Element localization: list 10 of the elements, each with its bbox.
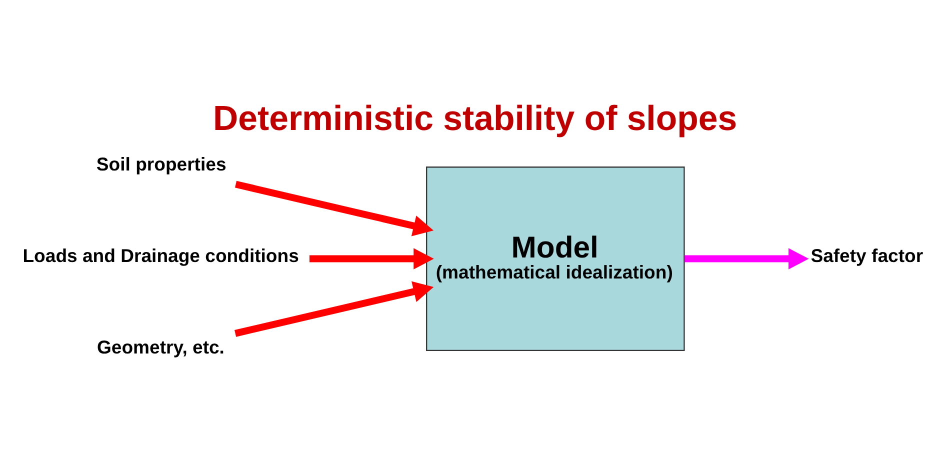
arrow <box>234 180 434 236</box>
arrow <box>310 248 434 270</box>
diagram-title: Deterministic stability of slopes <box>213 98 738 138</box>
arrow <box>684 248 809 270</box>
node-text: Soil properties <box>96 153 226 174</box>
node-text: Geometry, etc. <box>97 336 224 358</box>
node-text: Loads and Drainage conditions <box>22 245 299 266</box>
node-text: Safety factor <box>810 245 924 266</box>
arrow <box>234 281 434 337</box>
node-box: Model (mathematical idealization) <box>426 166 685 352</box>
